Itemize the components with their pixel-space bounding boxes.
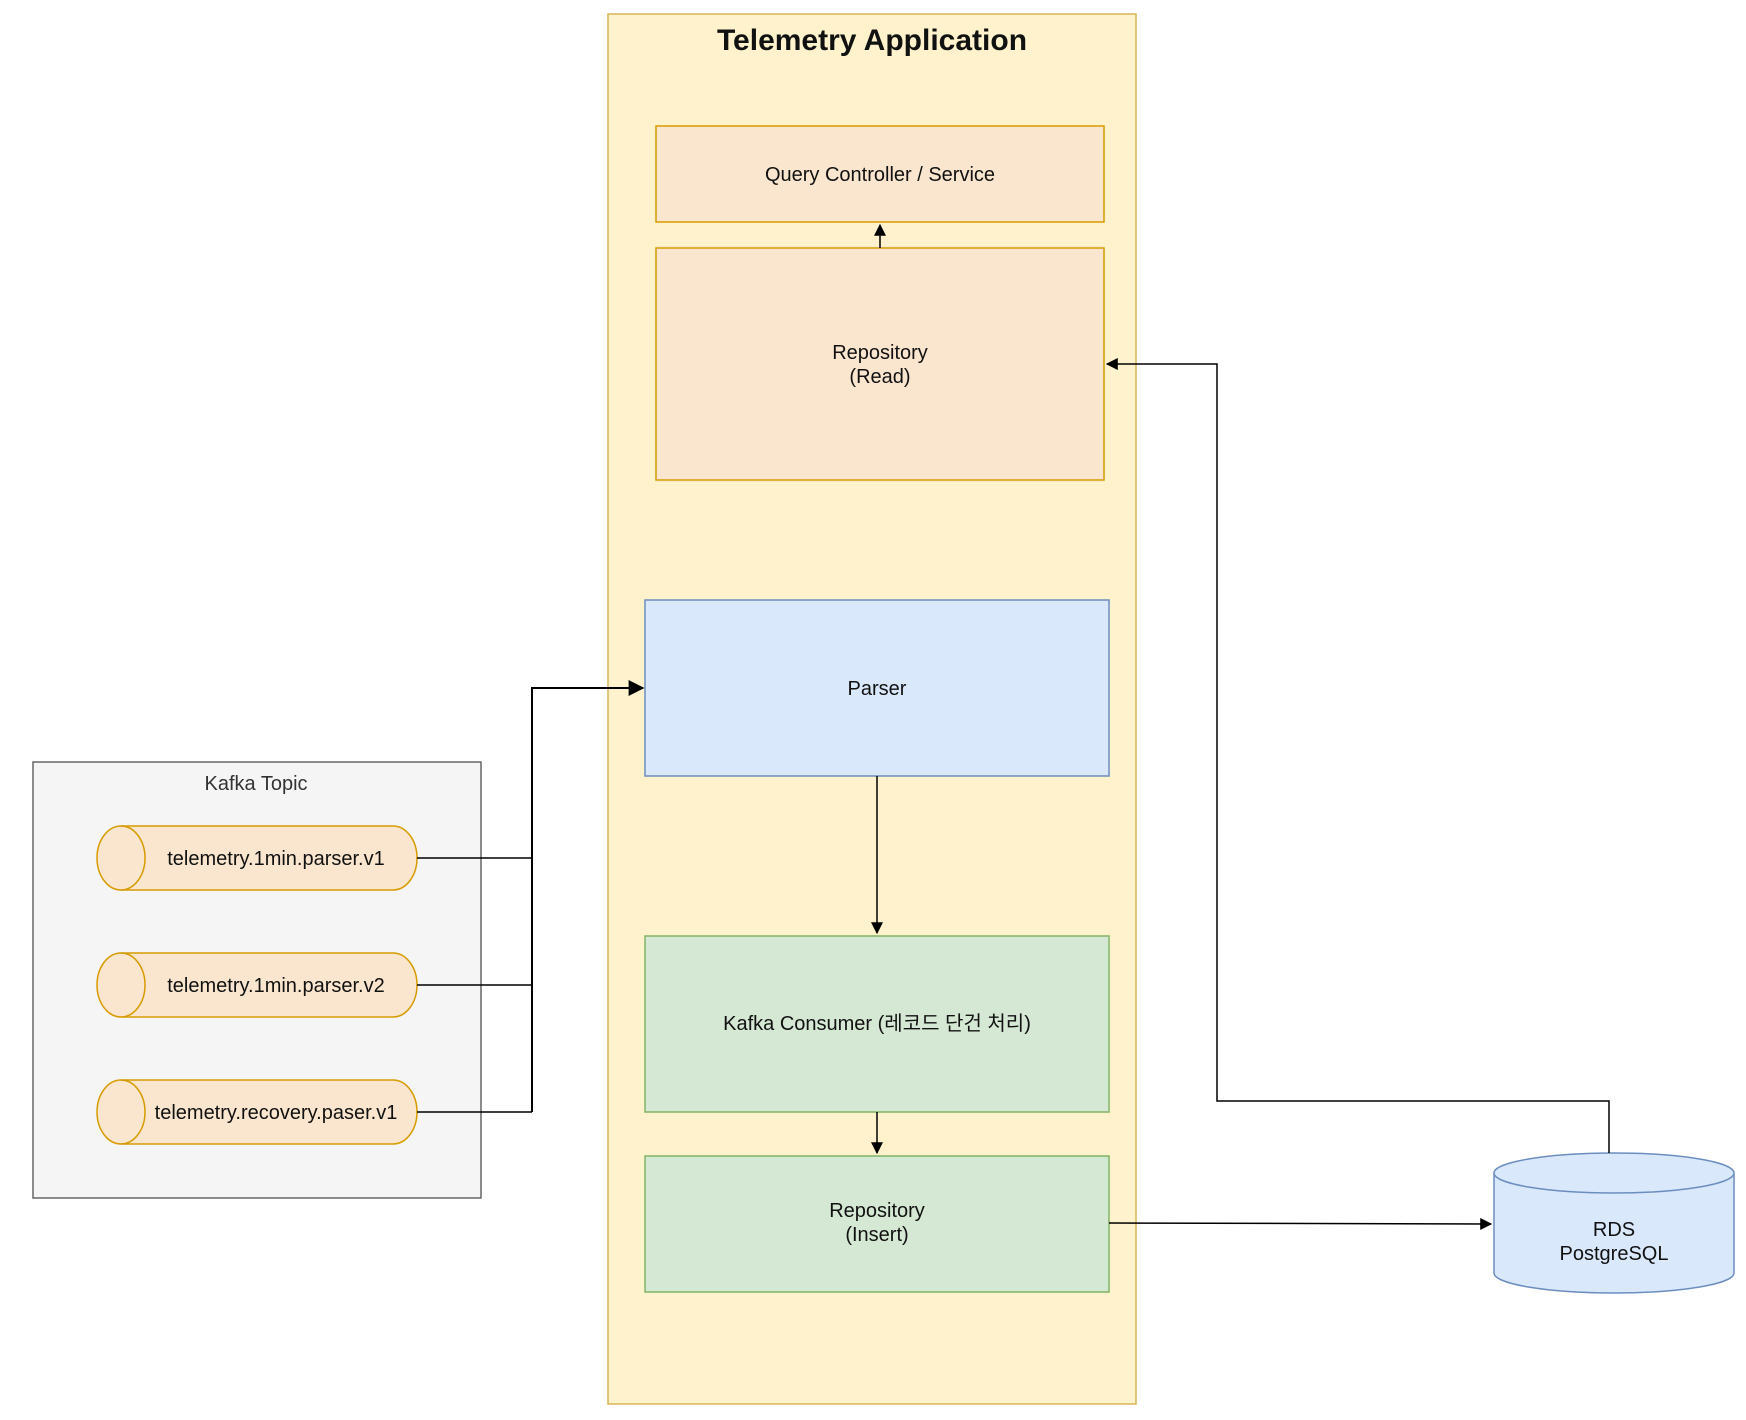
- kafka-topic-group-title: Kafka Topic: [204, 773, 307, 795]
- query-controller-box: Query Controller / Service: [655, 125, 1105, 223]
- repository-read-label-2: (Read): [849, 366, 910, 388]
- connectors: [417, 223, 1610, 1230]
- repository-insert-label-2: (Insert): [845, 1224, 908, 1246]
- parser-box: Parser: [644, 599, 1110, 777]
- repository-read-box: Repository (Read): [655, 247, 1105, 481]
- rds-postgresql-database: RDS PostgreSQL: [1493, 1152, 1735, 1294]
- edge-repository-insert-to-database: [1108, 1217, 1493, 1230]
- repository-read-label-1: Repository: [832, 342, 928, 364]
- kafka-topic-3-label: telemetry.recovery.paser.v1: [155, 1102, 398, 1124]
- edge-database-to-repository-read: [1105, 358, 1610, 1153]
- kafka-topic-3: telemetry.recovery.paser.v1: [96, 1079, 418, 1145]
- kafka-consumer-label: Kafka Consumer (레코드 단건 처리): [723, 1012, 1031, 1035]
- kafka-topic-2-label: telemetry.1min.parser.v2: [167, 975, 385, 997]
- database-label-1: RDS: [1593, 1219, 1635, 1241]
- kafka-consumer-box: Kafka Consumer (레코드 단건 처리): [644, 935, 1110, 1113]
- query-controller-label: Query Controller / Service: [765, 164, 995, 186]
- repository-insert-box: Repository (Insert): [644, 1155, 1110, 1293]
- kafka-topic-1: telemetry.1min.parser.v1: [96, 825, 418, 891]
- edge-bus-to-parser: [531, 680, 645, 1112]
- parser-label: Parser: [848, 678, 907, 700]
- database-label-2: PostgreSQL: [1560, 1243, 1669, 1265]
- application-title: Telemetry Application: [717, 24, 1027, 57]
- kafka-topic-1-label: telemetry.1min.parser.v1: [167, 848, 385, 870]
- repository-insert-label-1: Repository: [829, 1200, 925, 1222]
- kafka-topic-2: telemetry.1min.parser.v2: [96, 952, 418, 1018]
